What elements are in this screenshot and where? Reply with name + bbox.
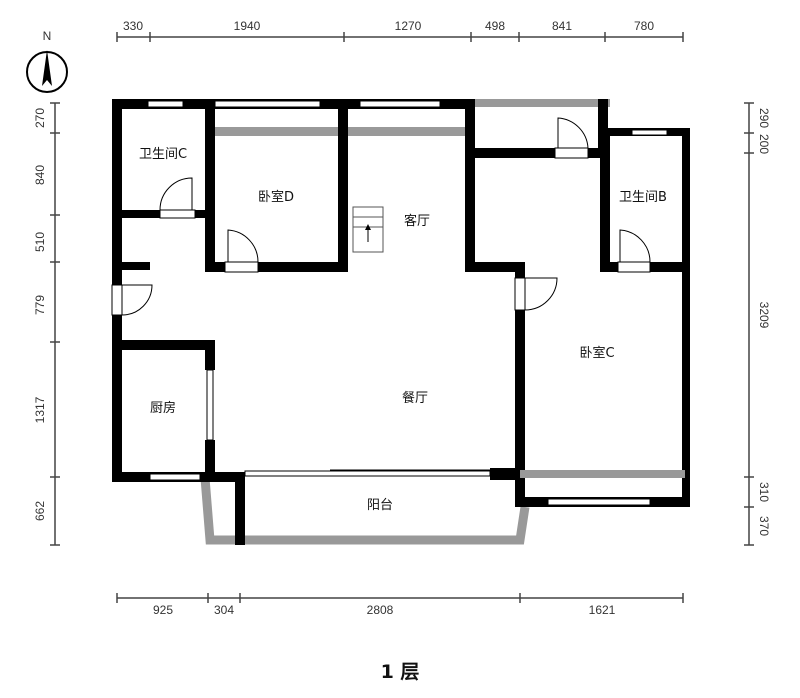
right-dim-2: 200 bbox=[757, 134, 771, 154]
room-label-bath-b: 卫生间B bbox=[619, 190, 667, 205]
bottom-dimension-line bbox=[116, 593, 684, 603]
room-label-balcony: 阳台 bbox=[367, 498, 393, 513]
doors bbox=[111, 117, 651, 316]
floor-label: 1 层 bbox=[381, 661, 420, 683]
windows bbox=[147, 100, 668, 506]
top-dim-6: 780 bbox=[634, 19, 654, 33]
top-dim-3: 1270 bbox=[395, 19, 422, 33]
top-dim-1: 330 bbox=[123, 19, 143, 33]
left-dim-6: 662 bbox=[33, 501, 47, 521]
right-dim-3: 3209 bbox=[757, 302, 771, 329]
bottom-dim-4: 1621 bbox=[589, 603, 616, 617]
bottom-dim-1: 925 bbox=[153, 603, 173, 617]
room-label-bath-c: 卫生间C bbox=[139, 147, 187, 162]
compass-label: N bbox=[43, 29, 52, 43]
top-dim-4: 498 bbox=[485, 19, 505, 33]
left-dim-3: 510 bbox=[33, 232, 47, 252]
top-dim-2: 1940 bbox=[234, 19, 261, 33]
left-dim-1: 270 bbox=[33, 108, 47, 128]
bottom-dim-3: 2808 bbox=[367, 603, 394, 617]
left-dim-5: 1317 bbox=[33, 396, 47, 423]
bottom-dim-2: 304 bbox=[214, 603, 234, 617]
left-dim-4: 779 bbox=[33, 295, 47, 315]
room-label-dining: 餐厅 bbox=[402, 390, 428, 406]
north-compass-icon: N bbox=[26, 29, 68, 93]
room-label-living: 客厅 bbox=[404, 213, 430, 229]
right-dim-5: 370 bbox=[757, 516, 771, 536]
room-label-bedroom-c: 卧室C bbox=[579, 345, 614, 361]
right-dim-1: 290 bbox=[757, 108, 771, 128]
right-dim-4: 310 bbox=[757, 482, 771, 502]
room-label-bedroom-d: 卧室D bbox=[258, 189, 294, 205]
stairs-icon bbox=[352, 206, 384, 253]
top-dimension-line bbox=[116, 32, 684, 42]
room-label-kitchen: 厨房 bbox=[150, 400, 176, 416]
left-dimension-line bbox=[50, 102, 60, 546]
top-dim-5: 841 bbox=[552, 19, 572, 33]
left-dim-2: 840 bbox=[33, 165, 47, 185]
right-dimension-line bbox=[744, 102, 754, 546]
